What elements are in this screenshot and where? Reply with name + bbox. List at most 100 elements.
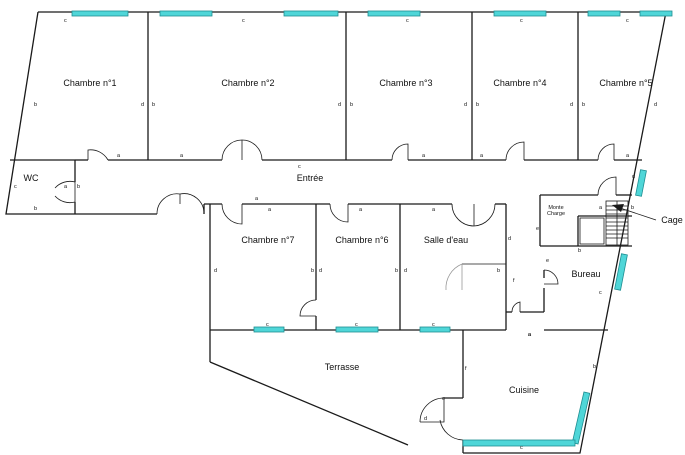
- window-c4: [493, 10, 547, 17]
- svg-text:b: b: [395, 268, 398, 274]
- door-double-corridor: [156, 193, 205, 215]
- label-salle-deau: Salle d'eau: [424, 235, 468, 245]
- doors: [54, 139, 617, 441]
- door-f: [511, 301, 521, 313]
- svg-text:a: a: [599, 205, 603, 211]
- label-chambre5: Chambre n°5: [599, 78, 652, 88]
- svg-text:a: a: [359, 207, 363, 213]
- svg-text:d: d: [424, 416, 427, 422]
- svg-text:c: c: [432, 322, 435, 328]
- svg-text:c: c: [520, 18, 523, 24]
- svg-text:b: b: [152, 102, 155, 108]
- room-labels: Chambre n°1 Chambre n°2 Chambre n°3 Cham…: [24, 78, 683, 395]
- svg-text:d: d: [508, 236, 511, 242]
- svg-text:a: a: [528, 332, 532, 338]
- svg-text:d: d: [632, 174, 635, 180]
- label-wc: WC: [24, 173, 39, 183]
- svg-text:c: c: [14, 184, 17, 190]
- label-monte-charge-1: Monte: [548, 205, 563, 211]
- label-entree: Entrée: [297, 173, 324, 183]
- door-wc: [54, 180, 76, 204]
- label-chambre4: Chambre n°4: [493, 78, 546, 88]
- label-chambre6: Chambre n°6: [335, 235, 388, 245]
- svg-text:b: b: [582, 102, 585, 108]
- svg-text:b: b: [593, 364, 596, 370]
- door-terrasse: [419, 397, 445, 423]
- wall-letters: c b d a c b d a c b d a c b d a c b d a …: [14, 18, 657, 451]
- label-chambre3: Chambre n°3: [379, 78, 432, 88]
- window-c2b: [283, 10, 339, 17]
- svg-text:b: b: [631, 205, 634, 211]
- svg-text:d: d: [141, 102, 144, 108]
- svg-text:a: a: [528, 332, 532, 338]
- label-monte-charge-2: Charge: [547, 211, 565, 217]
- svg-text:f: f: [465, 366, 467, 372]
- svg-text:d: d: [464, 102, 467, 108]
- door-chambre4: [505, 141, 525, 161]
- door-chambre3: [391, 143, 409, 161]
- svg-text:d: d: [654, 102, 657, 108]
- door-chambre5: [597, 143, 615, 161]
- svg-text:d: d: [214, 268, 217, 274]
- label-chambre1: Chambre n°1: [63, 78, 116, 88]
- svg-text:c: c: [406, 18, 409, 24]
- svg-text:b: b: [77, 184, 80, 190]
- windows: [71, 10, 673, 447]
- door-sde-inner: [445, 263, 463, 291]
- svg-text:a: a: [432, 207, 436, 213]
- door-cage: [597, 176, 617, 196]
- svg-text:c: c: [355, 322, 358, 328]
- window-entree: [635, 169, 647, 197]
- svg-text:a: a: [64, 184, 68, 190]
- svg-text:b: b: [34, 102, 37, 108]
- svg-text:c: c: [599, 290, 602, 296]
- svg-text:a: a: [180, 153, 184, 159]
- svg-text:a: a: [117, 153, 121, 159]
- label-cage: Cage: [661, 215, 683, 225]
- svg-text:a: a: [422, 153, 426, 159]
- svg-text:b: b: [34, 206, 37, 212]
- svg-text:f: f: [513, 278, 515, 284]
- svg-text:c: c: [64, 18, 67, 24]
- window-c5a: [587, 10, 621, 17]
- label-terrasse: Terrasse: [325, 362, 360, 372]
- window-bureau: [614, 253, 628, 291]
- label-chambre7: Chambre n°7: [241, 235, 294, 245]
- svg-text:b: b: [311, 268, 314, 274]
- window-cuisine-bottom: [462, 439, 576, 447]
- svg-text:c: c: [266, 322, 269, 328]
- window-c3: [367, 10, 421, 17]
- svg-text:d: d: [319, 268, 322, 274]
- svg-text:e: e: [546, 258, 549, 264]
- svg-text:d: d: [338, 102, 341, 108]
- label-cuisine: Cuisine: [509, 385, 539, 395]
- svg-text:c: c: [242, 18, 245, 24]
- svg-text:d: d: [404, 268, 407, 274]
- cage-arrow-icon: [612, 204, 657, 221]
- svg-text:b: b: [350, 102, 353, 108]
- door-chambre6: [329, 203, 349, 223]
- svg-text:c: c: [626, 18, 629, 24]
- label-chambre2: Chambre n°2: [221, 78, 274, 88]
- svg-text:e: e: [442, 396, 445, 402]
- door-c7-c6: [299, 299, 317, 317]
- svg-text:e: e: [536, 226, 539, 232]
- svg-text:a: a: [255, 196, 259, 202]
- door-cuisine-bottom: [439, 419, 464, 441]
- door-chambre1: [87, 149, 109, 161]
- svg-text:a: a: [626, 153, 630, 159]
- window-sde: [419, 326, 451, 333]
- svg-text:a: a: [268, 207, 272, 213]
- window-c1: [71, 10, 129, 17]
- label-bureau: Bureau: [571, 269, 600, 279]
- window-c2a: [159, 10, 213, 17]
- svg-text:b: b: [497, 268, 500, 274]
- svg-text:d: d: [570, 102, 573, 108]
- svg-text:c: c: [520, 445, 523, 451]
- svg-text:b: b: [578, 248, 581, 254]
- window-c6: [335, 326, 379, 333]
- window-c7: [253, 326, 285, 333]
- svg-text:c: c: [298, 164, 301, 170]
- door-salle-deau: [451, 203, 496, 227]
- window-c5b: [639, 10, 673, 17]
